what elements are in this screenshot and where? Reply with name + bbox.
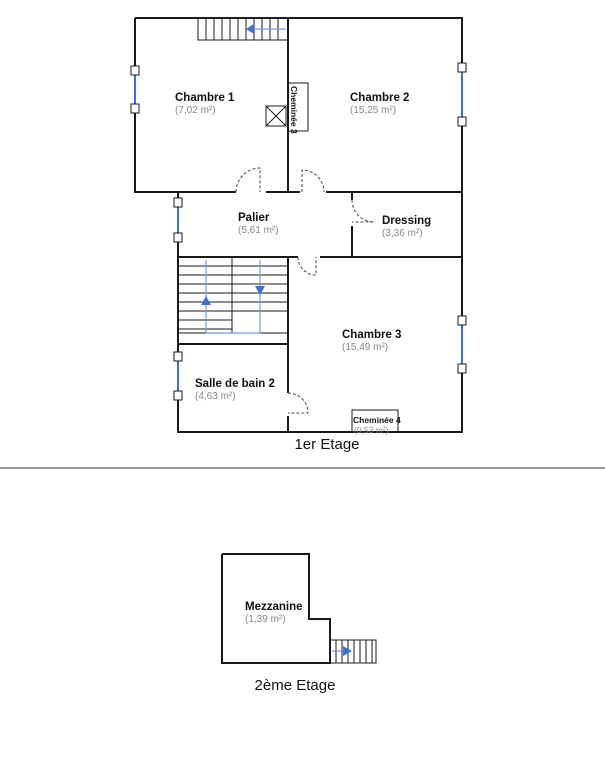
room-name: Chambre 2 <box>350 92 409 104</box>
room-area: (7,02 m²) <box>175 105 216 116</box>
fixture-area: (0,53 m²) <box>354 425 389 435</box>
door-dressing <box>351 199 375 223</box>
fireplace-3: Cheminée 3 <box>265 82 309 134</box>
door-chambre-3 <box>297 256 317 276</box>
window-ch1-left <box>130 65 140 114</box>
arrow-right-icon <box>343 646 352 656</box>
room-area: (1,39 m²) <box>245 614 286 625</box>
arrow-down-icon <box>255 286 265 295</box>
staircase-top <box>197 17 289 41</box>
arrow-left-icon <box>246 24 254 34</box>
door-salle-de-bain <box>287 392 309 414</box>
room-area: (4,63 m²) <box>195 391 236 402</box>
window-ch2-right <box>457 62 467 127</box>
staircase-main <box>177 256 289 334</box>
staircase-mezzanine <box>329 639 377 664</box>
room-name: Salle de bain 2 <box>195 378 275 390</box>
mezzanine-wall <box>221 553 331 664</box>
floor-2: Mezzanine (1,39 m²) 2ème Etage <box>221 553 377 694</box>
room-area: (15,25 m²) <box>350 105 396 116</box>
window-ch3-right <box>457 315 467 374</box>
window-bath-left <box>173 351 183 401</box>
room-area: (3,36 m²) <box>382 228 423 239</box>
floor-label: 2ème Etage <box>255 677 336 694</box>
room-name: Dressing <box>382 215 431 227</box>
room-name: Palier <box>238 212 270 224</box>
room-name: Chambre 1 <box>175 92 235 104</box>
room-area: (5,61 m²) <box>238 225 279 236</box>
door-chambre-2 <box>301 169 325 193</box>
fireplace-4: Cheminée 4 (0,53 m²) <box>351 409 401 435</box>
room-area: (15,49 m²) <box>342 342 388 353</box>
room-name: Chambre 3 <box>342 329 401 341</box>
door-chambre-1 <box>235 167 261 193</box>
fixture-name: Cheminée 3 <box>289 86 299 134</box>
arrow-up-icon <box>201 296 211 305</box>
room-name: Mezzanine <box>245 601 303 613</box>
fixture-name: Cheminée 4 <box>353 415 401 425</box>
floor-1: Cheminée 3 Cheminée 4 (0,53 m²) Chambre … <box>130 17 467 453</box>
window-palier-left <box>173 197 183 243</box>
floor-label: 1er Etage <box>294 436 359 453</box>
